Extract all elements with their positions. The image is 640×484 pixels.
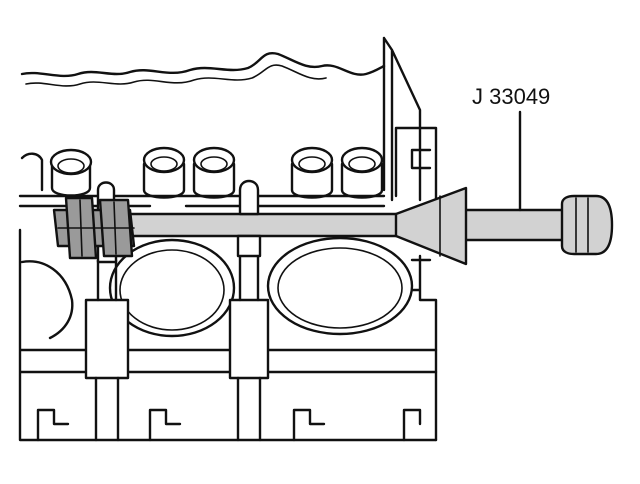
lifter-bore [142,146,186,199]
bearing-opening-partial [20,260,74,340]
bearing-web [228,298,270,380]
lifter-bore [290,146,334,199]
bearing-openings [20,236,414,340]
tool-callout-label: J 33049 [472,84,550,109]
tool-shaft [126,212,402,238]
bearing-webs [84,250,270,442]
block-top-break-line-inner [25,64,327,87]
tool-pilot-pin [238,179,260,216]
lifter-bore-partial [20,152,44,192]
bearing-opening-inner [119,249,225,331]
tool-cone-guide [394,186,468,266]
block-end-face [382,36,422,202]
bearing-opening-inner [277,247,403,329]
block-top-break-line [20,52,386,78]
lifter-bore [49,148,93,197]
block-end-flange [394,126,438,202]
tool-pilot-pin-lower [236,234,262,258]
pan-rail-slots [36,408,422,442]
tool-threaded-rod [460,208,568,242]
block-main-outline [18,228,438,442]
lifter-bore [340,146,384,199]
lifter-bores [20,146,384,199]
bearing-opening [108,238,236,338]
lifter-bore [192,146,236,199]
bearing-web-post [236,250,262,442]
bearing-web-post [94,258,120,442]
bearing-web [84,298,130,380]
tool-handle-grip [575,197,589,253]
tool-nut-detail [57,199,135,257]
camshaft-bearing-tool [52,179,614,266]
tool-handle [560,194,614,256]
bearing-opening [266,236,414,336]
